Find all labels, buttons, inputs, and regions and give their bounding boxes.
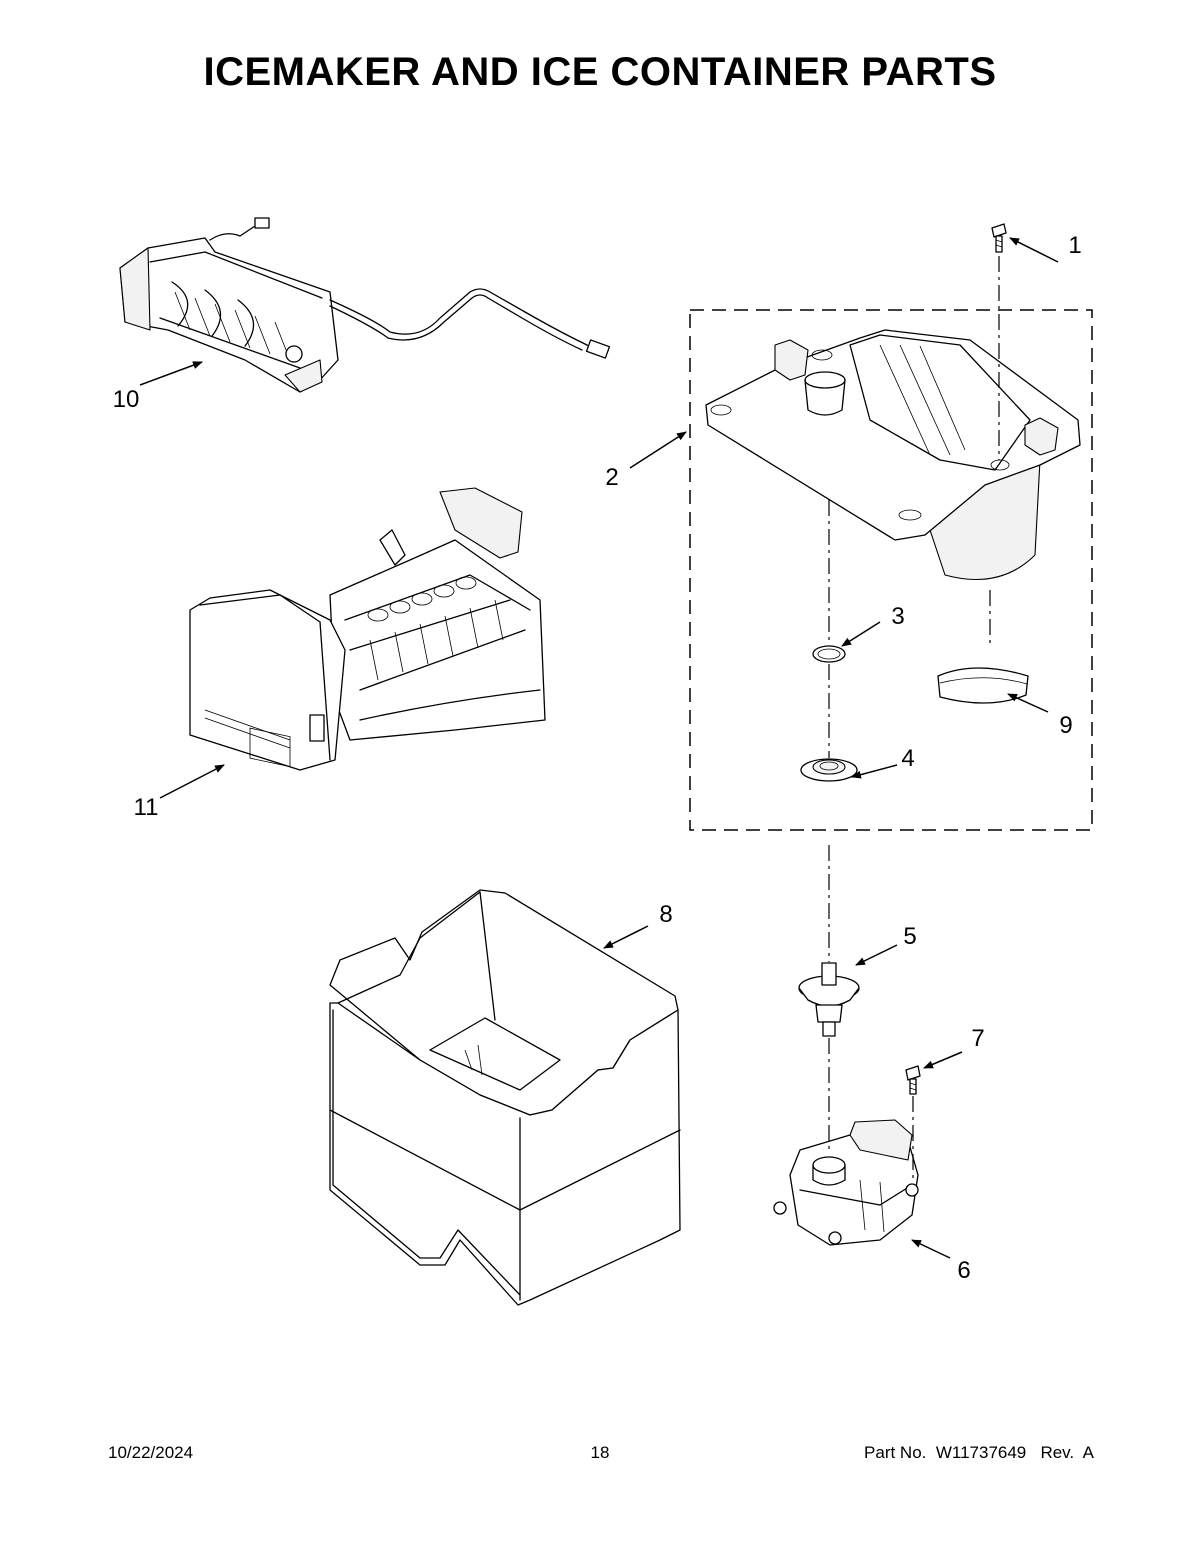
part-4-bearing[interactable] <box>800 758 858 782</box>
page-title: ICEMAKER AND ICE CONTAINER PARTS <box>203 50 997 94</box>
footer-part-info: Part No. W11737649 Rev. A <box>864 1443 1094 1463</box>
callout-5: 5 <box>903 923 916 950</box>
part-3-seal-ring[interactable] <box>812 645 846 663</box>
callout-4: 4 <box>901 745 914 772</box>
part-no-label: Part No. <box>864 1443 927 1462</box>
part-5-coupler[interactable] <box>798 962 860 1037</box>
part-6-auger-motor[interactable] <box>773 1119 919 1246</box>
callout-labels: 1 2 3 4 5 6 7 8 9 10 11 <box>113 232 1082 1284</box>
callout-9: 9 <box>1059 712 1072 739</box>
part-1-screw[interactable] <box>991 223 1007 253</box>
part-7-screw[interactable] <box>905 1065 921 1095</box>
assembly-boundary-box <box>689 309 1093 831</box>
part-8-ice-container[interactable] <box>329 889 681 1306</box>
part-11-icemaker-module[interactable] <box>189 487 546 771</box>
rev-label: Rev. <box>1040 1443 1075 1462</box>
part-9-gasket[interactable] <box>937 667 1029 704</box>
alignment-centerlines <box>828 256 1000 1182</box>
part-no-value: W11737649 <box>935 1443 1027 1462</box>
callout-10: 10 <box>113 386 140 413</box>
part-2-ice-chute-housing[interactable] <box>705 329 1081 581</box>
callout-1: 1 <box>1068 232 1081 259</box>
callout-6: 6 <box>957 1257 970 1284</box>
callout-8: 8 <box>659 901 672 928</box>
part-10-icemaker-assembly[interactable] <box>119 217 611 393</box>
rev-value: A <box>1082 1443 1094 1462</box>
footer-date: 10/22/2024 <box>108 1443 194 1462</box>
callout-7: 7 <box>971 1025 984 1052</box>
callout-11: 11 <box>134 794 159 821</box>
callout-2: 2 <box>605 464 618 491</box>
footer-page-number: 18 <box>590 1443 610 1462</box>
leader-arrows <box>139 237 1059 1259</box>
callout-3: 3 <box>891 603 904 630</box>
